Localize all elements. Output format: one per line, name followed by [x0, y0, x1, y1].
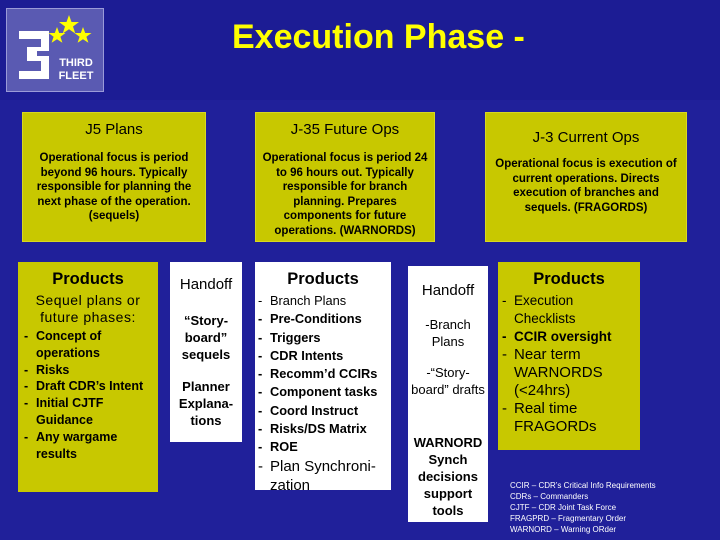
list-item: Concept of operations	[24, 328, 154, 362]
list-item: Recomm’d CCIRs	[258, 365, 390, 384]
list-item: Risks/DS Matrix	[258, 420, 390, 439]
j35-products-panel: Products Branch Plans Pre-Conditions Tri…	[255, 262, 391, 494]
j3-products-list: Execution Checklists CCIR oversight Near…	[502, 292, 638, 436]
list-item: Risks	[24, 362, 154, 379]
j5-handoff-title: Handoff	[179, 276, 233, 293]
j5-products-intro: Sequel plans or future phases:	[35, 292, 141, 325]
legend-item: CCIR – CDR’s Critical Info Requirements	[510, 481, 656, 490]
list-item: Execution Checklists	[502, 292, 638, 328]
list-item: Any wargame results	[24, 429, 154, 463]
list-item: Initial CJTF Guidance	[24, 395, 154, 429]
list-item: Branch Plans	[258, 292, 390, 311]
j5-products-title: Products	[52, 270, 124, 288]
j35-handoff-item: -“Story-board” drafts	[411, 365, 485, 397]
j5-plans-title: J5 Plans	[85, 121, 143, 138]
j5-handoff-item: “Story-board” sequels	[181, 313, 231, 362]
acronym-legend: CCIR – CDR’s Critical Info Requirements …	[510, 480, 700, 535]
page-title: Execution Phase -	[232, 18, 525, 56]
list-item: Coord Instruct	[258, 402, 390, 421]
j5-products-list: Concept of operations Risks Draft CDR’s …	[24, 328, 154, 462]
fleet-emblem-icon	[19, 15, 92, 79]
legend-item: CJTF – CDR Joint Task Force	[510, 503, 617, 512]
j3-current-ops-card: J-3 Current Ops Operational focus is exe…	[485, 112, 687, 242]
j35-products-list: Branch Plans Pre-Conditions Triggers CDR…	[258, 292, 390, 495]
j35-handoff-item: WARNORD Synch decisions support tools	[413, 435, 483, 518]
j5-products-panel: Products Sequel plans or future phases: …	[18, 262, 158, 492]
j3-products-title: Products	[533, 270, 605, 288]
j35-future-ops-card: J-35 Future Ops Operational focus is per…	[255, 112, 435, 242]
header-bar: THIRD FLEET Execution Phase -	[0, 0, 720, 100]
j3-products-panel: Products Execution Checklists CCIR overs…	[498, 262, 640, 450]
list-item: CDR Intents	[258, 347, 390, 366]
legend-item: CDRs – Commanders	[510, 492, 589, 501]
j35-future-ops-title: J-35 Future Ops	[290, 121, 400, 138]
list-item: Real time FRAGORDs	[502, 400, 638, 436]
third-fleet-logo: THIRD FLEET	[6, 8, 104, 92]
j5-handoff-item: Planner Explana-tions	[178, 379, 234, 428]
j35-future-ops-description: Operational focus is period 24 to 96 hou…	[262, 152, 428, 237]
j35-handoff-title: Handoff	[421, 282, 475, 299]
j5-plans-description: Operational focus is period beyond 96 ho…	[36, 152, 192, 222]
j3-current-ops-title: J-3 Current Ops	[532, 129, 640, 146]
j5-plans-card: J5 Plans Operational focus is period bey…	[22, 112, 206, 242]
j5-handoff-panel: Handoff “Story-board” sequels Planner Ex…	[170, 262, 242, 442]
list-item: Draft CDR’s Intent	[24, 378, 154, 395]
j35-handoff-item: -Branch Plans	[425, 317, 471, 349]
j3-current-ops-description: Operational focus is execution of curren…	[495, 158, 677, 214]
list-item: Triggers	[258, 329, 390, 348]
list-item: ROE	[258, 438, 390, 457]
logo-text-fleet: FLEET	[58, 70, 94, 82]
list-item: Pre-Conditions	[258, 310, 390, 329]
logo-text-third: THIRD	[59, 57, 93, 69]
list-item: Plan Synchroni-zation	[258, 457, 390, 495]
list-item: Near term WARNORDS (<24hrs)	[502, 346, 638, 400]
list-item: Component tasks	[258, 383, 390, 402]
list-item: CCIR oversight	[502, 328, 638, 346]
legend-item: FRAGPRD – Fragmentary Order	[510, 514, 627, 523]
j35-handoff-panel: Handoff -Branch Plans -“Story-board” dra…	[408, 266, 488, 522]
legend-item: WARNORD – Warning ORder	[510, 525, 617, 534]
j35-products-title: Products	[287, 270, 359, 288]
